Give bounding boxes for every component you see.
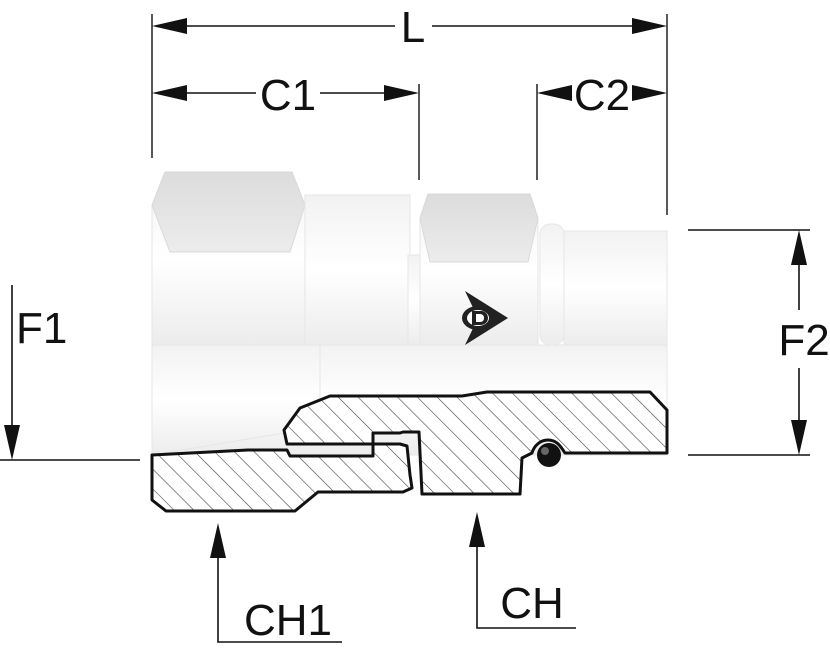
label-CH: CH: [500, 579, 564, 628]
right-thread-end: [563, 230, 668, 346]
label-F1: F1: [16, 304, 67, 353]
body-section: [282, 390, 669, 496]
oring-ball: [537, 443, 561, 467]
label-C1: C1: [260, 71, 316, 120]
left-neck: [304, 194, 411, 346]
dimension-C2: C2: [536, 71, 667, 180]
cross-section: [150, 390, 669, 513]
oring-shoulder: [539, 223, 565, 346]
oring-ball-highlight: [541, 447, 549, 455]
dimension-F1: F1: [0, 285, 140, 461]
dimension-F2: F2: [688, 229, 830, 456]
dimension-L: L: [151, 3, 668, 215]
dunlop-arrow-logo-icon: [462, 291, 508, 345]
label-C2: C2: [574, 71, 630, 120]
dimension-CH: CH: [469, 512, 576, 629]
label-L: L: [401, 3, 425, 52]
dimension-C1: C1: [152, 71, 420, 180]
left-nut-hex-face: [151, 171, 306, 253]
dimension-CH1: CH1: [210, 523, 342, 645]
body-hex-face: [419, 193, 539, 263]
nut-section: [150, 442, 414, 513]
label-F2: F2: [778, 316, 829, 365]
label-CH1: CH1: [244, 596, 332, 645]
fitting-body: [151, 171, 668, 456]
